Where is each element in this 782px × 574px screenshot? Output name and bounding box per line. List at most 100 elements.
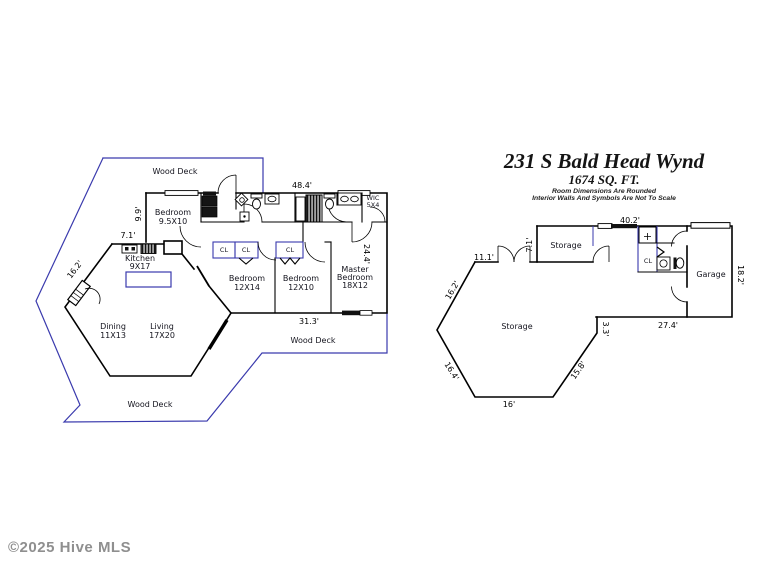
stairs-hatch <box>305 194 323 223</box>
lower-bath-fixtures <box>656 256 685 271</box>
closets <box>212 241 304 265</box>
stove-icon <box>140 243 157 254</box>
kitchen-size: 9X17 <box>130 262 151 271</box>
dim-24-4: 24.4' <box>362 244 371 264</box>
dim-9-9: 9.9' <box>134 207 143 222</box>
dim-27-4: 27.4' <box>658 321 678 330</box>
drain <box>243 215 246 218</box>
cl2-label: CL <box>242 246 251 254</box>
bath-fixtures <box>201 192 362 222</box>
bedroom1-label: Bedroom <box>155 208 191 217</box>
door-arcs <box>179 174 386 263</box>
double-vanity-icon <box>337 192 362 206</box>
dryer-icon <box>201 206 218 218</box>
lower-door-arcs <box>497 226 688 303</box>
master-label-1: Master <box>341 265 369 274</box>
master-size: 18X12 <box>342 281 368 290</box>
deck-bottom-label: Wood Deck <box>128 400 173 409</box>
sink-bowl <box>659 259 668 268</box>
kitchen-fixtures <box>121 240 183 255</box>
dim-31-3: 31.3' <box>299 317 319 326</box>
dim-16-4: 16.4' <box>442 360 460 382</box>
dim-15-8: 15.8' <box>569 360 588 382</box>
deck-right-label: Wood Deck <box>291 336 336 345</box>
laundry-sink-icon <box>656 256 671 271</box>
lower-floor-plan: 40.2' Storage 7.1' 11.1' 16.2' CL Garage… <box>436 216 745 409</box>
garage-door-arc-upper <box>671 230 688 247</box>
dim-16-2: 16.2' <box>65 259 84 280</box>
window-bar <box>342 310 360 316</box>
note-line-2: Interior Walls And Symbols Are Not To Sc… <box>532 195 676 202</box>
toilet-icon <box>675 257 685 269</box>
main-floor-plan: Wood Deck Bedroom 9.5X10 9.9' 48.4' WIC … <box>35 157 388 423</box>
bedroom3-label: Bedroom <box>283 274 319 283</box>
master-door-arc <box>351 221 373 243</box>
deck-top-outline <box>102 157 264 193</box>
storage-main-label: Storage <box>501 322 532 331</box>
double-door-arc-right <box>513 245 531 263</box>
cooktop-icon <box>121 244 138 254</box>
corner-sink-icon <box>234 192 249 207</box>
title-block: 231 S Bald Head Wynd 1674 SQ. FT. Room D… <box>503 149 705 202</box>
bedroom3-size: 12X10 <box>288 283 314 292</box>
lower-walls <box>436 225 733 398</box>
master-label-2: Bedroom <box>337 273 373 282</box>
bedroom2-size: 12X14 <box>234 283 260 292</box>
toilet-tank <box>323 193 336 199</box>
refrigerator-icon <box>163 240 183 255</box>
sliding-glass-door <box>207 319 229 350</box>
living-label: Living <box>150 322 174 331</box>
windows <box>164 190 373 316</box>
toilet-icon <box>325 198 334 210</box>
stairs <box>295 194 323 223</box>
kitchen-door-leaf <box>196 265 210 287</box>
bedroom2-door-arc <box>257 241 277 261</box>
dim-40-2: 40.2' <box>620 216 640 225</box>
dim-18-2: 18.2' <box>736 265 745 285</box>
washer-icon <box>201 195 218 207</box>
double-door-arc-left <box>497 245 515 263</box>
wic-door-arc <box>369 206 386 223</box>
door-leaf <box>295 196 306 222</box>
dim-16: 16' <box>503 400 515 409</box>
note-line-1: Room Dimensions Are Rounded <box>552 188 657 195</box>
sink-bowl <box>267 195 277 203</box>
storage-door-arc <box>592 245 610 263</box>
deck-bottom-outline <box>35 157 388 423</box>
closet-door-mark <box>656 246 666 258</box>
plus-mark <box>644 233 651 240</box>
sqft-title: 1674 SQ. FT. <box>568 172 639 187</box>
kitchen-label: Kitchen <box>125 254 155 263</box>
lower-floor-labels: 40.2' Storage 7.1' 11.1' 16.2' CL Garage… <box>442 216 745 409</box>
toilet-tank <box>673 257 677 269</box>
closet-door-chevron <box>279 257 301 265</box>
dim-48-4: 48.4' <box>292 181 312 190</box>
wic-size: 5X4 <box>367 201 380 209</box>
burner-icon <box>131 247 135 251</box>
closet-box <box>234 241 259 259</box>
bedroom1-door-arc <box>179 225 202 248</box>
entry-door-arc <box>217 174 237 194</box>
closet-door-chevron <box>238 257 254 265</box>
dim-11-1: 11.1' <box>474 253 494 262</box>
deck-outline <box>35 157 388 423</box>
door-threshold <box>203 191 216 196</box>
window <box>164 190 199 196</box>
address-title: 231 S Bald Head Wynd <box>503 149 705 173</box>
vanity-icon <box>264 193 280 205</box>
copyright-watermark: ©2025 Hive MLS <box>8 539 131 556</box>
bedroom1-size: 9.5X10 <box>159 217 187 226</box>
toilet-tank <box>250 193 263 199</box>
sink-bowl <box>340 195 349 203</box>
deck-top-label: Wood Deck <box>153 167 198 176</box>
garage-door-arc-lower <box>671 286 688 303</box>
toilet-icon <box>252 198 261 210</box>
living-size: 17X20 <box>149 331 175 340</box>
storage-top-label: Storage <box>550 241 581 250</box>
hearth-arc <box>84 287 101 305</box>
door-threshold <box>611 224 637 229</box>
dining-label: Dining <box>100 322 126 331</box>
garage-door <box>690 222 731 229</box>
